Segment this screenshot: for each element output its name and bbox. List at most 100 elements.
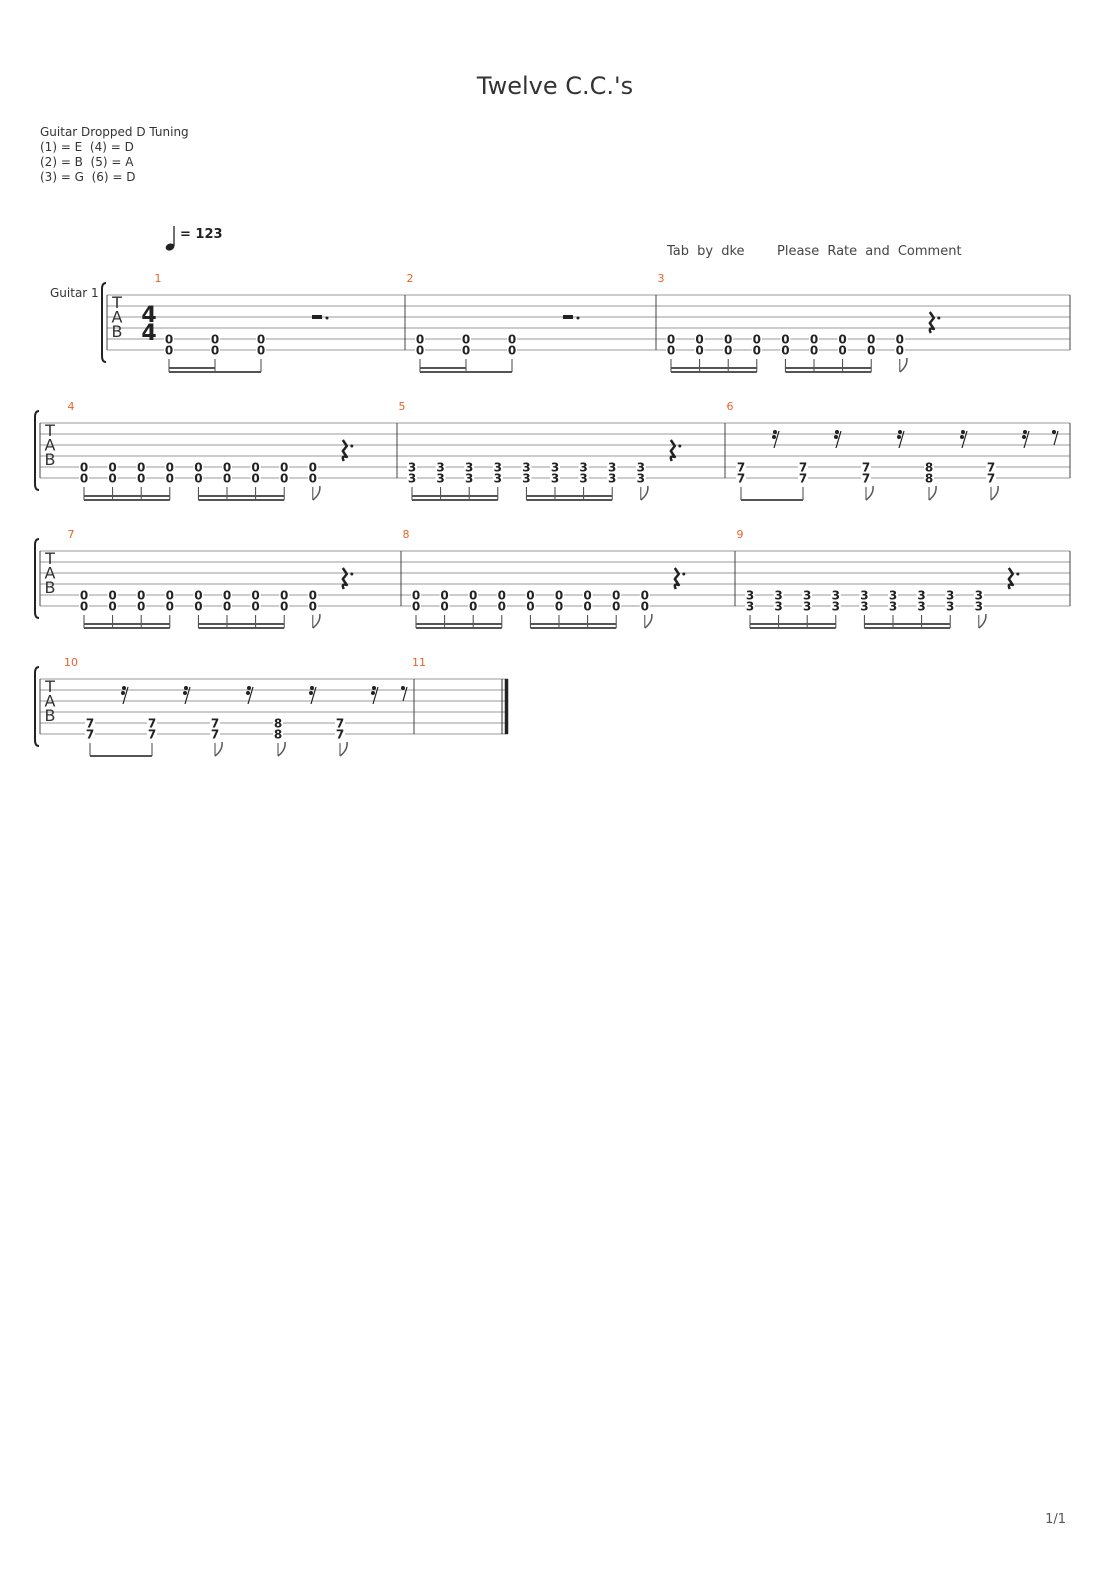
fret-number: 0	[583, 600, 591, 614]
fret-number: 0	[724, 344, 732, 358]
fret-backdrop	[256, 333, 266, 356]
fret-backdrop	[79, 461, 89, 484]
fret-number: 0	[555, 589, 563, 603]
fret-backdrop	[578, 461, 589, 484]
rest-eighth-stem	[402, 686, 408, 702]
fret-backdrop	[745, 589, 755, 612]
tab-system: TAB4000000000000000000533333333333333333…	[34, 400, 1071, 501]
fret-backdrop	[802, 589, 813, 612]
fret-backdrop	[780, 333, 791, 356]
measure-number: 7	[68, 528, 75, 541]
fret-backdrop	[554, 589, 564, 612]
rest-sixteenth-head	[246, 691, 250, 695]
fret-number: 0	[137, 589, 145, 603]
fret-number: 0	[469, 600, 477, 614]
fret-backdrop	[986, 461, 996, 484]
fret-backdrop	[164, 589, 175, 612]
rest-eighth-stem	[1053, 430, 1059, 446]
fret-number: 3	[917, 600, 925, 614]
fret-backdrop	[723, 333, 734, 356]
fret-number: 3	[860, 600, 868, 614]
fret-number: 0	[80, 461, 88, 475]
fret-backdrop	[751, 333, 762, 356]
fret-number: 0	[583, 589, 591, 603]
credit-tab-by: Tab by dke	[667, 244, 745, 259]
tuning-line-1: (1) = E (4) = D	[40, 140, 134, 154]
fret-number: 3	[746, 600, 754, 614]
fret-backdrop	[411, 589, 421, 612]
fret-backdrop	[210, 333, 220, 356]
fret-number: 0	[80, 600, 88, 614]
fret-number: 3	[832, 589, 840, 603]
fret-number: 0	[223, 589, 231, 603]
rest-quarter	[928, 311, 936, 334]
fret-number: 0	[309, 461, 317, 475]
fret-number: 3	[465, 461, 473, 475]
tab-clef-letter: B	[45, 706, 56, 725]
fret-number: 0	[280, 600, 288, 614]
fret-number: 3	[860, 589, 868, 603]
rest-sixteenth-head	[898, 430, 902, 434]
measure-number: 11	[412, 656, 426, 669]
fret-number: 3	[774, 589, 782, 603]
measure-number: 10	[64, 656, 78, 669]
fret-backdrop	[496, 589, 507, 612]
rest-quarter	[341, 439, 349, 462]
fret-number: 3	[465, 472, 473, 486]
tab-clef-letter: B	[45, 578, 56, 597]
note-flag	[214, 741, 223, 757]
fret-number: 3	[975, 589, 983, 603]
fret-number: 0	[194, 600, 202, 614]
fret-number: 3	[408, 461, 416, 475]
tuning-name: Guitar Dropped D Tuning	[40, 125, 189, 139]
fret-backdrop	[736, 461, 746, 484]
fret-number: 3	[408, 472, 416, 486]
fret-number: 7	[799, 461, 807, 475]
rest-quarter	[341, 567, 349, 590]
fret-number: 0	[526, 600, 534, 614]
fret-number: 7	[86, 728, 94, 742]
fret-number: 7	[799, 472, 807, 486]
rest-sixteenth-head	[1022, 435, 1026, 439]
rest-dot	[350, 444, 354, 448]
fret-backdrop	[611, 589, 622, 612]
fret-backdrop	[973, 589, 984, 612]
rest-sixteenth-stem	[122, 686, 129, 705]
fret-number: 7	[211, 728, 219, 742]
note-flag	[899, 357, 908, 373]
credit-rate-comment: Please Rate and Comment	[777, 244, 962, 259]
note-flag	[978, 613, 987, 629]
rest-sixteenth-head	[121, 691, 125, 695]
fret-number: 0	[251, 472, 259, 486]
rest-sixteenth-stem	[310, 686, 317, 705]
fret-backdrop	[273, 717, 283, 740]
fret-number: 3	[889, 589, 897, 603]
fret-number: 0	[440, 589, 448, 603]
tab-clef-letter: T	[44, 549, 55, 568]
fret-backdrop	[859, 589, 870, 612]
rest-sixteenth-stem	[247, 686, 254, 705]
fret-number: 7	[336, 717, 344, 731]
fret-backdrop	[550, 461, 560, 484]
note-flag	[644, 613, 653, 629]
fret-number: 0	[412, 600, 420, 614]
fret-number: 0	[108, 589, 116, 603]
fret-number: 0	[508, 333, 516, 347]
tuning-line-3: (3) = G (6) = D	[40, 170, 136, 184]
rest-eighth-head	[401, 686, 405, 690]
fret-number: 3	[436, 461, 444, 475]
tuning-line-2: (2) = B (5) = A	[40, 155, 134, 169]
rest-sixteenth-stem	[372, 686, 379, 705]
tuning-info: Guitar Dropped D Tuning (1) = E (4) = D …	[40, 125, 189, 185]
fret-backdrop	[635, 461, 646, 484]
fret-number: 0	[462, 344, 470, 358]
fret-number: 0	[896, 344, 904, 358]
rest-dot	[576, 316, 580, 320]
note-flag	[277, 741, 286, 757]
fret-number: 3	[917, 589, 925, 603]
fret-number: 0	[667, 344, 675, 358]
rest-dot	[682, 572, 686, 576]
fret-backdrop	[461, 333, 471, 356]
